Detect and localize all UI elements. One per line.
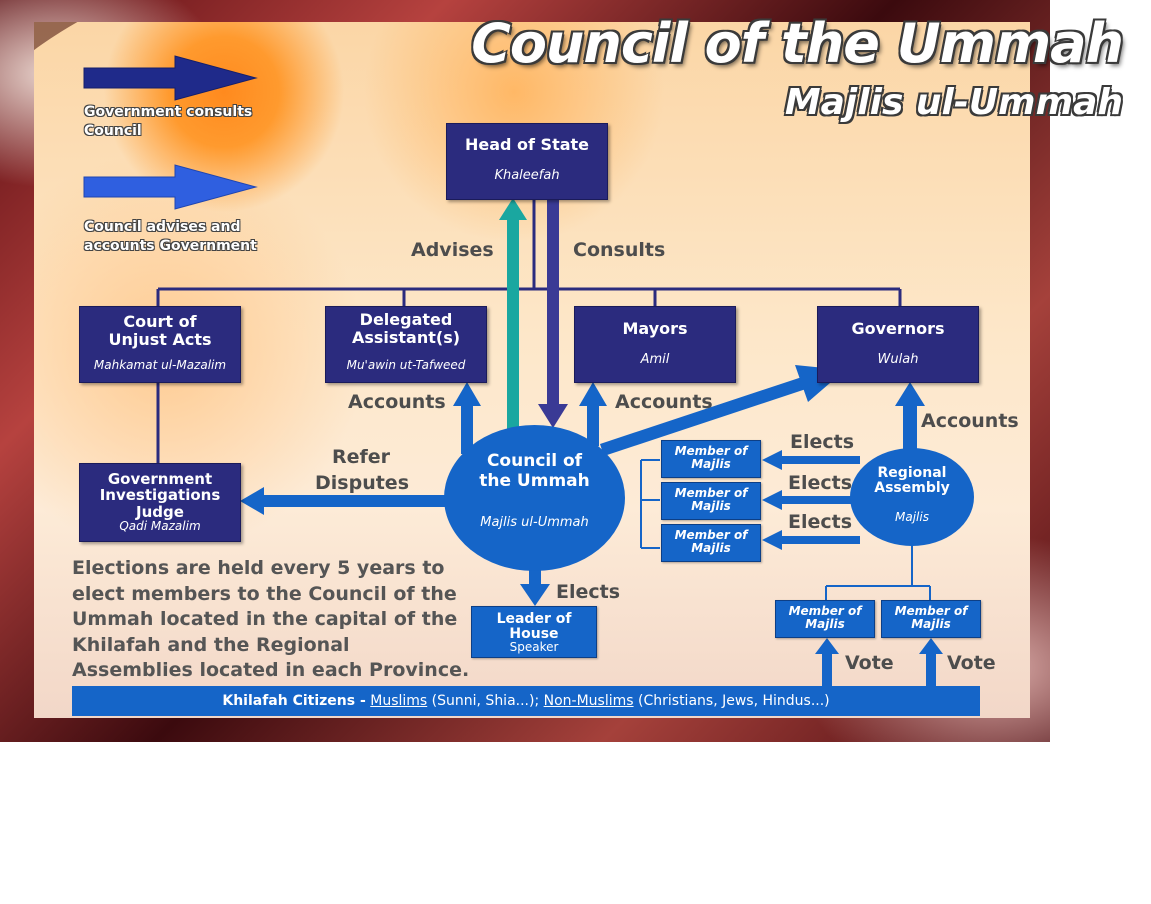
accounts-arrows <box>453 382 925 454</box>
leader-box: Leader of House Speaker <box>471 606 597 658</box>
advises-arrow <box>499 198 527 430</box>
page-subtitle: Majlis ul-Ummah <box>784 82 1123 123</box>
court-subtitle: Mahkamat ul-Mazalim <box>93 358 227 372</box>
vote-arrows <box>815 638 943 688</box>
label-consults: Consults <box>573 239 666 261</box>
council-ellipse: Council of the Ummah Majlis ul-Ummah <box>444 425 625 571</box>
judge-title-line1: Government <box>107 470 213 488</box>
footer-muslims: Muslims <box>370 693 428 709</box>
label-refer: Refer <box>332 446 391 468</box>
legend-advises-line1: Council advises and <box>84 219 241 235</box>
governors-box: Governors Wulah <box>817 306 979 383</box>
footer-muslims-detail: (Sunni, Shia...); <box>427 693 544 709</box>
legend-arrow-advises <box>83 164 258 210</box>
legend-arrow-consults <box>83 55 258 101</box>
member-box-2: Member of Majlis <box>661 482 761 520</box>
member-box-3-line2: Majlis <box>691 541 731 555</box>
label-accounts-mayors: Accounts <box>615 391 713 413</box>
label-elects-2: Elects <box>788 472 853 494</box>
judge-title-line3: Judge <box>136 503 184 521</box>
judge-title-line2: Investigations <box>99 486 221 504</box>
refer-disputes-arrow <box>240 487 446 515</box>
governors-title: Governors <box>851 319 945 338</box>
mayors-title: Mayors <box>622 319 688 338</box>
member-box-4-line1: Member of <box>788 604 862 618</box>
member-box-3: Member of Majlis <box>661 524 761 562</box>
council-subtitle: Majlis ul-Ummah <box>480 515 589 530</box>
governors-subtitle: Wulah <box>877 352 919 367</box>
legend-advises-text: Council advises and accounts Government <box>84 218 257 256</box>
label-elects-1: Elects <box>790 431 855 453</box>
page-title: Council of the Ummah <box>471 12 1124 75</box>
label-disputes: Disputes <box>315 472 409 494</box>
legend-consults-text: Government consults Council <box>84 103 252 141</box>
member-box-5: Member of Majlis <box>881 600 981 638</box>
regional-title-line2: Assembly <box>874 480 950 496</box>
elections-paragraph: Elections are held every 5 years to elec… <box>72 557 470 681</box>
label-elects-leader: Elects <box>556 581 621 603</box>
members-bracket <box>640 459 660 549</box>
leader-title-line2: House <box>509 626 559 642</box>
delegated-subtitle: Mu'awin ut-Tafweed <box>346 358 466 372</box>
mayors-box: Mayors Amil <box>574 306 736 383</box>
head-of-state-box: Head of State Khaleefah <box>446 123 608 200</box>
member-box-1-line1: Member of <box>674 444 748 458</box>
council-title-line1: Council of <box>486 451 583 471</box>
judge-box: Government Investigations Judge Qadi Maz… <box>79 463 241 542</box>
label-elects-3: Elects <box>788 511 853 533</box>
member-box-2-line1: Member of <box>674 486 748 500</box>
court-title-line1: Court of <box>123 312 197 331</box>
label-advises: Advises <box>411 239 494 261</box>
member-box-5-line1: Member of <box>894 604 968 618</box>
regional-assembly-ellipse: Regional Assembly Majlis <box>850 448 974 546</box>
leader-title-line1: Leader of <box>496 611 572 627</box>
elects-leader-arrow <box>520 568 550 606</box>
regional-subtitle: Majlis <box>895 510 929 524</box>
footer-lead: Khilafah Citizens - <box>222 693 366 709</box>
member-box-2-line2: Majlis <box>691 499 731 513</box>
delegated-title-line2: Assistant(s) <box>351 328 461 347</box>
head-of-state-subtitle: Khaleefah <box>494 168 560 183</box>
delegated-box: Delegated Assistant(s) Mu'awin ut-Tafwee… <box>325 306 487 383</box>
footer-non-muslims-detail: (Christians, Jews, Hindus...) <box>633 693 830 709</box>
legend-consults-line2: Council <box>84 123 142 139</box>
consults-arrow <box>538 198 568 428</box>
member-box-4: Member of Majlis <box>775 600 875 638</box>
member-box-3-line1: Member of <box>674 528 748 542</box>
member-box-1-line2: Majlis <box>691 457 731 471</box>
court-box: Court of Unjust Acts Mahkamat ul-Mazalim <box>79 306 241 383</box>
delegated-title-line1: Delegated <box>359 310 453 329</box>
label-accounts-governors: Accounts <box>921 410 1019 432</box>
regional-title-line1: Regional <box>877 465 947 481</box>
member-box-4-line2: Majlis <box>805 617 845 631</box>
label-accounts-delegated: Accounts <box>348 391 446 413</box>
regional-elects-arrows <box>762 450 860 550</box>
leader-subtitle: Speaker <box>509 640 559 654</box>
label-vote-1: Vote <box>845 652 894 674</box>
member-box-1: Member of Majlis <box>661 440 761 478</box>
member-box-5-line2: Majlis <box>911 617 951 631</box>
court-title-line2: Unjust Acts <box>108 330 212 349</box>
legend-consults-line1: Government consults <box>84 104 253 120</box>
regional-lower-lines <box>825 545 931 600</box>
footer-non-muslims: Non-Muslims <box>543 693 634 709</box>
judge-subtitle: Qadi Mazalim <box>119 519 201 533</box>
head-of-state-title: Head of State <box>464 135 590 154</box>
hierarchy-lines <box>156 198 902 306</box>
label-vote-2: Vote <box>947 652 996 674</box>
citizens-footer: Khilafah Citizens - Muslims (Sunni, Shia… <box>72 686 980 716</box>
council-title-line2: the Ummah <box>479 471 590 491</box>
legend-advises-line2: accounts Government <box>84 238 257 254</box>
mayors-subtitle: Amil <box>640 352 670 367</box>
